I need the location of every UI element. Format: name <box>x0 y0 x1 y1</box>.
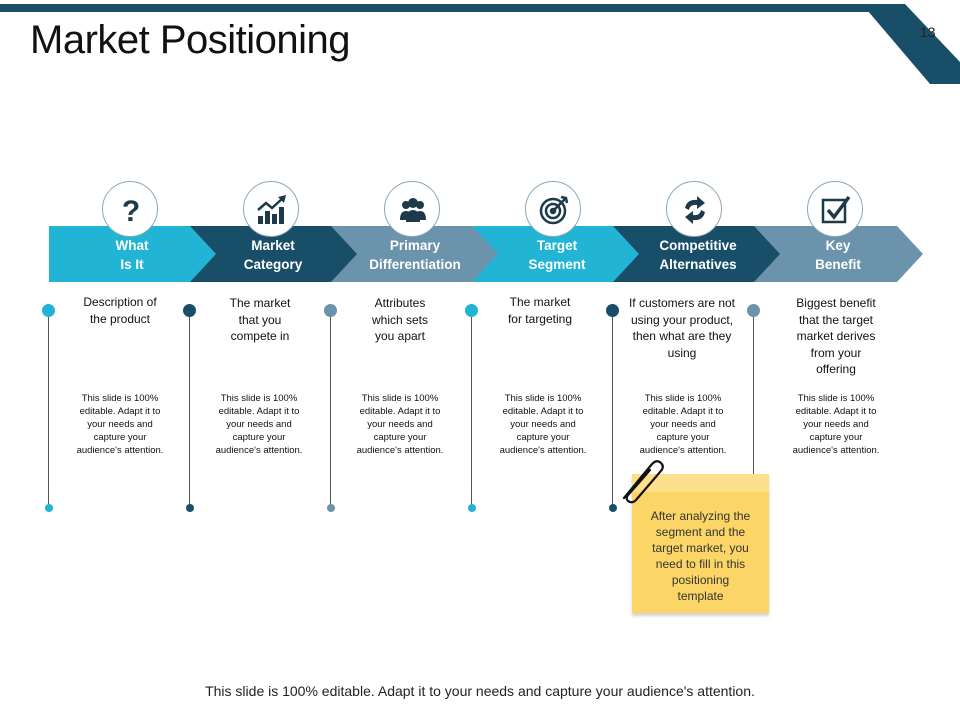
chevron-key-benefit <box>754 226 923 282</box>
page-number: 13 <box>920 24 936 40</box>
refresh-arrows-icon <box>666 181 722 237</box>
step-label-what-is-it: What Is It <box>115 238 149 272</box>
chart-growth-icon <box>243 181 299 237</box>
sticky-note: After analyzing the segment and the targ… <box>632 474 769 613</box>
step-note: This slide is 100% editable. Adapt it to… <box>639 393 727 456</box>
step-label-market-category: Market Category <box>243 238 303 272</box>
header-decoration <box>0 4 960 84</box>
step-note: This slide is 100% editable. Adapt it to… <box>356 393 444 456</box>
page-title: Market Positioning <box>30 18 351 62</box>
timeline-dot <box>42 304 55 317</box>
step-description: The market for targeting <box>507 295 573 326</box>
footer-text: This slide is 100% editable. Adapt it to… <box>205 683 755 699</box>
chevron-target-segment <box>472 226 641 282</box>
step-note: This slide is 100% editable. Adapt it to… <box>792 393 880 456</box>
timeline-end-dot <box>186 504 194 512</box>
timeline-line <box>471 311 472 508</box>
chevron-competitive-alternatives <box>613 226 782 282</box>
checkbox-icon <box>807 181 863 237</box>
step-description: If customers are not using your product,… <box>628 296 736 360</box>
timeline-line <box>330 311 331 508</box>
timeline-line <box>189 311 190 508</box>
sticky-note-header <box>632 474 769 492</box>
chevron-market-category <box>190 226 359 282</box>
timeline-end-dot <box>327 504 335 512</box>
step-label-competitive-alternatives: Competitive Alternatives <box>659 238 737 272</box>
step-description: Attributes which sets you apart <box>371 296 429 343</box>
target-icon <box>525 181 581 237</box>
step-description: Description of the product <box>83 295 157 326</box>
people-icon <box>384 181 440 237</box>
timeline-end-dot <box>609 504 617 512</box>
timeline-dot <box>465 304 478 317</box>
step-note: This slide is 100% editable. Adapt it to… <box>76 393 164 456</box>
question-icon: ? <box>102 181 158 237</box>
step-label-primary-differentiation: Primary Differentiation <box>369 238 461 272</box>
timeline-dot <box>324 304 337 317</box>
step-description: Biggest benefit that the target market d… <box>796 296 876 376</box>
timeline-line <box>612 311 613 508</box>
timeline-end-dot <box>45 504 53 512</box>
sticky-note-text: After analyzing the segment and the targ… <box>650 509 751 603</box>
timeline-line <box>48 311 49 508</box>
svg-text:?: ? <box>122 195 140 226</box>
chevron-what-is-it <box>49 226 218 282</box>
step-label-key-benefit: Key Benefit <box>815 238 861 272</box>
timeline-line <box>753 311 754 475</box>
step-note: This slide is 100% editable. Adapt it to… <box>499 393 587 456</box>
timeline-end-dot <box>468 504 476 512</box>
chevron-primary-differentiation <box>331 226 500 282</box>
step-label-target-segment: Target Segment <box>528 238 586 272</box>
step-note: This slide is 100% editable. Adapt it to… <box>215 393 303 456</box>
paperclip-icon <box>622 460 664 504</box>
timeline-dot <box>747 304 760 317</box>
timeline-dot <box>183 304 196 317</box>
step-description: The market that you compete in <box>229 296 291 343</box>
timeline-dot <box>606 304 619 317</box>
